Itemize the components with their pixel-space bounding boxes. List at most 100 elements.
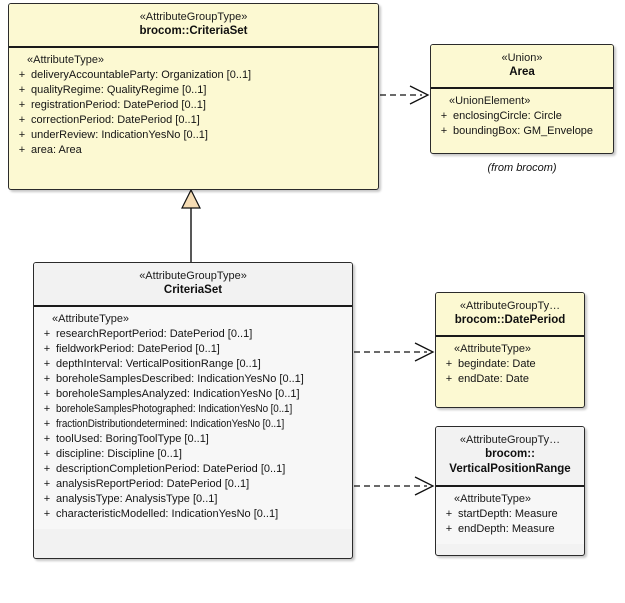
- attribute-row[interactable]: + startDepth: Measure: [440, 507, 580, 522]
- attribute-signature: toolUsed: BoringToolType [0..1]: [56, 434, 209, 445]
- dependency-criteriaset-to-verticalpositionrange: [354, 476, 435, 496]
- class-name: CriteriaSet: [163, 284, 223, 297]
- visibility-marker: +: [445, 508, 453, 520]
- attribute-group-label: «AttributeType»: [27, 54, 105, 66]
- class-stereotype: «AttributeGroupTy…: [459, 300, 561, 312]
- attribute-signature: startDepth: Measure: [458, 509, 558, 520]
- visibility-marker: +: [440, 125, 448, 137]
- visibility-marker: +: [43, 358, 51, 370]
- attribute-row[interactable]: + registrationPeriod: DatePeriod [0..1]: [13, 98, 374, 113]
- visibility-marker: +: [18, 99, 26, 111]
- visibility-marker: +: [43, 343, 51, 355]
- attribute-row[interactable]: + endDepth: Measure: [440, 522, 580, 537]
- attribute-row[interactable]: + boreholeSamplesAnalyzed: IndicationYes…: [38, 387, 348, 402]
- class-header-brocom-criteriaset: «AttributeGroupType» brocom::CriteriaSet: [9, 4, 378, 48]
- class-stereotype: «AttributeGroupType»: [139, 270, 247, 282]
- class-brocom-criteriaset[interactable]: «AttributeGroupType» brocom::CriteriaSet…: [8, 3, 379, 190]
- attribute-signature: endDepth: Measure: [458, 524, 555, 535]
- attribute-row[interactable]: + endDate: Date: [440, 372, 580, 387]
- generalization-criteriaset-to-brocom-criteriaset: [181, 188, 201, 262]
- attribute-row[interactable]: + boreholeSamplesDescribed: IndicationYe…: [38, 372, 348, 387]
- visibility-marker: +: [18, 144, 26, 156]
- attribute-row[interactable]: + deliveryAccountableParty: Organization…: [13, 68, 374, 83]
- class-header-area: «Union» Area: [431, 45, 613, 89]
- class-stereotype: «AttributeGroupTy…: [459, 434, 561, 446]
- attribute-group-label: «AttributeType»: [454, 493, 532, 505]
- class-stereotype: «Union»: [501, 52, 543, 64]
- class-name: Area: [509, 66, 535, 79]
- attribute-signature: characteristicModelled: IndicationYesNo …: [56, 509, 279, 520]
- class-verticalpositionrange[interactable]: «AttributeGroupTy… brocom:: VerticalPosi…: [435, 426, 585, 556]
- attribute-row[interactable]: + analysisType: AnalysisType [0..1]: [38, 492, 348, 507]
- attribute-signature: fieldworkPeriod: DatePeriod [0..1]: [56, 344, 220, 355]
- attribute-signature: endDate: Date: [458, 374, 529, 385]
- attribute-row[interactable]: + analysisReportPeriod: DatePeriod [0..1…: [38, 477, 348, 492]
- attribute-signature: underReview: IndicationYesNo [0..1]: [31, 130, 208, 141]
- visibility-marker: +: [43, 388, 51, 400]
- attribute-row[interactable]: + descriptionCompletionPeriod: DatePerio…: [38, 462, 348, 477]
- class-attributes-verticalpositionrange: «AttributeType» + startDepth: Measure + …: [436, 487, 584, 544]
- visibility-marker: +: [43, 403, 51, 415]
- attribute-signature: enclosingCircle: Circle: [453, 111, 562, 122]
- visibility-marker: +: [18, 114, 26, 126]
- attribute-row[interactable]: + researchReportPeriod: DatePeriod [0..1…: [38, 327, 348, 342]
- visibility-marker: +: [43, 463, 51, 475]
- visibility-marker: +: [18, 69, 26, 81]
- attribute-row[interactable]: + correctionPeriod: DatePeriod [0..1]: [13, 113, 374, 128]
- visibility-marker: +: [43, 418, 51, 430]
- attribute-signature: area: Area: [31, 145, 82, 156]
- visibility-marker: +: [445, 373, 453, 385]
- attribute-row[interactable]: + toolUsed: BoringToolType [0..1]: [38, 432, 348, 447]
- dependency-brocom-criteriaset-to-area: [380, 85, 430, 105]
- attribute-row[interactable]: + depthInterval: VerticalPositionRange […: [38, 357, 348, 372]
- visibility-marker: +: [43, 448, 51, 460]
- attribute-signature: analysisReportPeriod: DatePeriod [0..1]: [56, 479, 250, 490]
- visibility-marker: +: [43, 373, 51, 385]
- class-stereotype: «AttributeGroupType»: [139, 11, 248, 23]
- class-area[interactable]: «Union» Area «UnionElement» + enclosingC…: [430, 44, 614, 154]
- attribute-row[interactable]: + underReview: IndicationYesNo [0..1]: [13, 128, 374, 143]
- attribute-signature: boundingBox: GM_Envelope: [453, 126, 594, 137]
- class-name-line2: VerticalPositionRange: [449, 462, 571, 475]
- visibility-marker: +: [43, 508, 51, 520]
- attribute-signature: fractionDistributiondetermined: Indicati…: [56, 419, 285, 430]
- attribute-row[interactable]: + area: Area: [13, 143, 374, 158]
- attribute-group-label: «AttributeType»: [454, 343, 532, 355]
- package-note-area: (from brocom): [487, 162, 557, 174]
- class-dateperiod[interactable]: «AttributeGroupTy… brocom::DatePeriod «A…: [435, 292, 585, 408]
- visibility-marker: +: [18, 84, 26, 96]
- attribute-signature: correctionPeriod: DatePeriod [0..1]: [31, 115, 200, 126]
- class-attributes-dateperiod: «AttributeType» + begindate: Date + endD…: [436, 337, 584, 394]
- attribute-signature: begindate: Date: [458, 359, 536, 370]
- attribute-signature: researchReportPeriod: DatePeriod [0..1]: [56, 329, 253, 340]
- visibility-marker: +: [43, 328, 51, 340]
- class-criteriaset[interactable]: «AttributeGroupType» CriteriaSet «Attrib…: [33, 262, 353, 559]
- attribute-signature: qualityRegime: QualityRegime [0..1]: [31, 85, 207, 96]
- attribute-signature: descriptionCompletionPeriod: DatePeriod …: [56, 464, 286, 475]
- attribute-signature: boreholeSamplesPhotographed: IndicationY…: [56, 404, 293, 415]
- class-header-criteriaset: «AttributeGroupType» CriteriaSet: [34, 263, 352, 307]
- attribute-signature: analysisType: AnalysisType [0..1]: [56, 494, 218, 505]
- class-name: brocom::DatePeriod: [454, 314, 566, 327]
- attribute-row[interactable]: + fieldworkPeriod: DatePeriod [0..1]: [38, 342, 348, 357]
- class-header-verticalpositionrange: «AttributeGroupTy… brocom:: VerticalPosi…: [436, 427, 584, 487]
- attribute-signature: registrationPeriod: DatePeriod [0..1]: [31, 100, 206, 111]
- visibility-marker: +: [440, 110, 448, 122]
- attribute-row[interactable]: + enclosingCircle: Circle: [435, 109, 609, 124]
- class-header-dateperiod: «AttributeGroupTy… brocom::DatePeriod: [436, 293, 584, 337]
- visibility-marker: +: [445, 523, 453, 535]
- attribute-row[interactable]: + characteristicModelled: IndicationYesN…: [38, 507, 348, 522]
- attribute-row[interactable]: + boreholeSamplesPhotographed: Indicatio…: [38, 402, 348, 417]
- dependency-criteriaset-to-dateperiod: [354, 342, 435, 362]
- class-attributes-area: «UnionElement» + enclosingCircle: Circle…: [431, 89, 613, 146]
- attribute-row[interactable]: + boundingBox: GM_Envelope: [435, 124, 609, 139]
- class-name: brocom::CriteriaSet: [139, 25, 248, 38]
- attribute-signature: discipline: Discipline [0..1]: [56, 449, 182, 460]
- class-attributes-brocom-criteriaset: «AttributeType» + deliveryAccountablePar…: [9, 48, 378, 165]
- attribute-row[interactable]: + qualityRegime: QualityRegime [0..1]: [13, 83, 374, 98]
- visibility-marker: +: [445, 358, 453, 370]
- attribute-row[interactable]: + begindate: Date: [440, 357, 580, 372]
- attribute-row[interactable]: + discipline: Discipline [0..1]: [38, 447, 348, 462]
- attribute-row[interactable]: + fractionDistributiondetermined: Indica…: [38, 417, 348, 432]
